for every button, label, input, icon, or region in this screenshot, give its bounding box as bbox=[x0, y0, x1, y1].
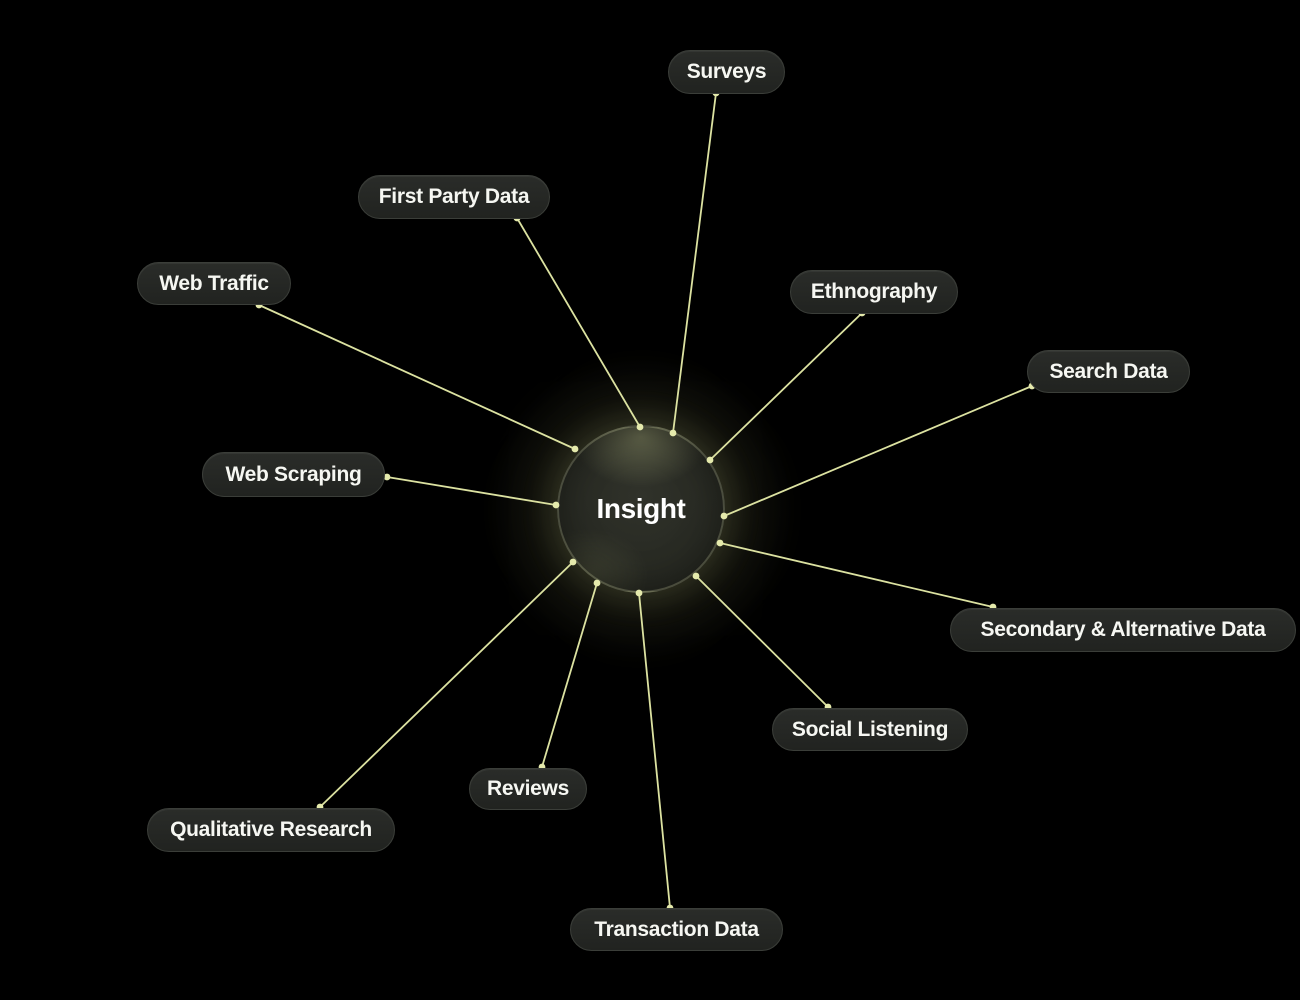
connector-line bbox=[709, 312, 863, 461]
connector-line bbox=[719, 542, 994, 608]
connector-ethnography bbox=[706, 309, 866, 464]
node-pill-label: Social Listening bbox=[791, 717, 949, 741]
node-pill-label: Ethnography bbox=[810, 280, 938, 303]
node-pill-label: Surveys bbox=[686, 60, 767, 83]
connector-secondary-alternative-data bbox=[716, 539, 997, 611]
node-pill-web-scraping: Web Scraping bbox=[202, 452, 385, 497]
connector-line bbox=[672, 92, 717, 434]
connector-line bbox=[516, 217, 641, 428]
node-pill-label: Reviews bbox=[487, 777, 569, 800]
node-pill-label: Search Data bbox=[1049, 359, 1168, 383]
connector-web-scraping bbox=[383, 473, 560, 509]
connector-line bbox=[695, 575, 829, 708]
node-pill-label: Qualitative Research bbox=[170, 818, 372, 841]
center-node: Insight bbox=[557, 425, 725, 593]
connector-web-traffic bbox=[255, 301, 579, 453]
connector-first-party-data bbox=[513, 214, 644, 431]
node-pill-label: Secondary & Alternative Data bbox=[980, 618, 1266, 641]
node-pill-transaction-data: Transaction Data bbox=[570, 908, 783, 951]
connector-line bbox=[638, 592, 671, 909]
node-pill-label: First Party Data bbox=[378, 185, 530, 208]
connector-line bbox=[386, 476, 557, 506]
endpoint-dot bbox=[571, 445, 579, 453]
node-pill-secondary-alternative-data: Secondary & Alternative Data bbox=[950, 608, 1296, 652]
node-pill-qualitative-research: Qualitative Research bbox=[147, 808, 395, 852]
connector-surveys bbox=[669, 89, 720, 437]
node-pill-surveys: Surveys bbox=[668, 50, 785, 94]
connector-reviews bbox=[538, 579, 601, 771]
node-pill-reviews: Reviews bbox=[469, 768, 587, 810]
node-pill-social-listening: Social Listening bbox=[772, 708, 968, 751]
center-node-label: Insight bbox=[596, 493, 686, 524]
node-pill-label: Web Scraping bbox=[225, 462, 362, 486]
connector-line bbox=[723, 385, 1033, 517]
node-pill-ethnography: Ethnography bbox=[790, 270, 958, 314]
connector-social-listening bbox=[692, 572, 832, 711]
connector-transaction-data bbox=[635, 589, 674, 912]
node-pill-label: Web Traffic bbox=[159, 271, 269, 295]
node-pill-first-party-data: First Party Data bbox=[358, 175, 550, 219]
connector-line bbox=[541, 582, 598, 768]
node-pill-web-traffic: Web Traffic bbox=[137, 262, 291, 305]
node-pill-label: Transaction Data bbox=[594, 917, 759, 941]
connector-line bbox=[258, 304, 576, 450]
connector-search-data bbox=[720, 382, 1036, 520]
node-pill-search-data: Search Data bbox=[1027, 350, 1190, 393]
